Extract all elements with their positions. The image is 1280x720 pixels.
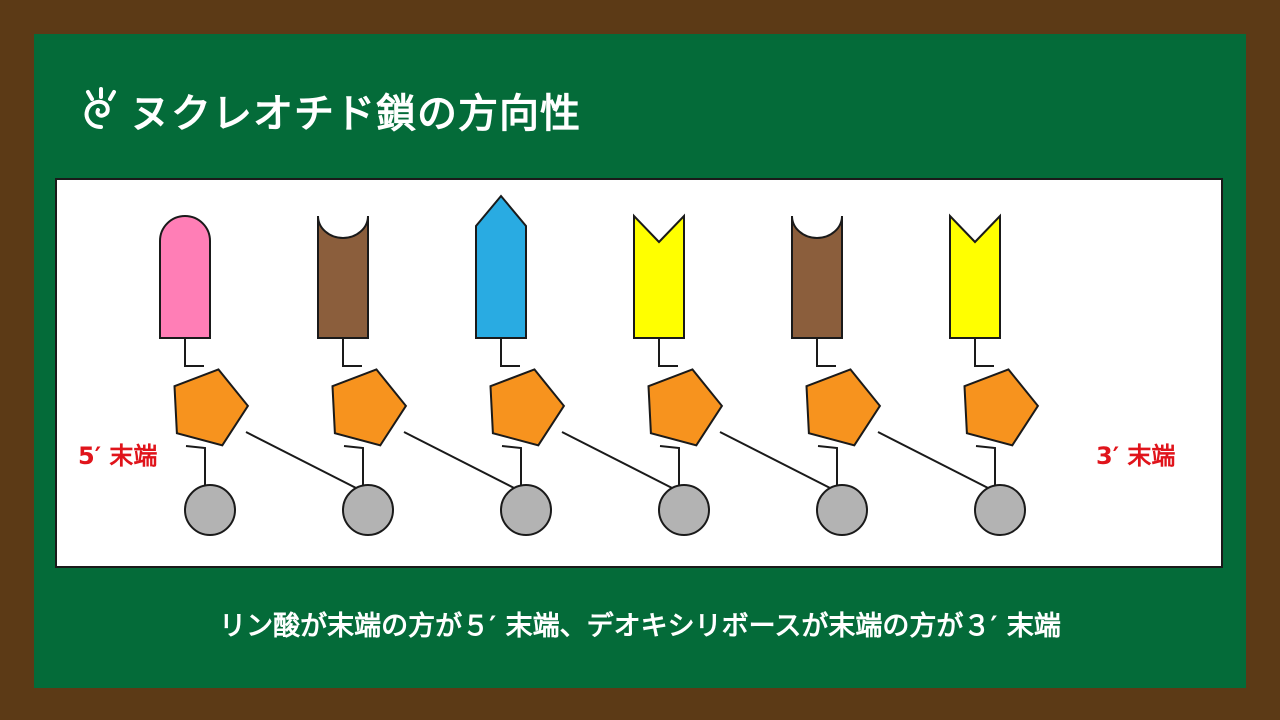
nitrogenous-base [475, 194, 527, 339]
phosphate-group [342, 484, 394, 536]
five-prime-end-label: 5′ 末端 [78, 442, 158, 470]
backbone-bond [245, 431, 361, 491]
deoxyribose-sugar [963, 368, 1040, 447]
base-sugar-bond [500, 338, 520, 367]
sugar-phosphate-bond [185, 445, 206, 485]
nitrogenous-base [949, 213, 1001, 339]
nitrogenous-base [159, 215, 211, 339]
backbone-bond [403, 431, 519, 491]
backbone-bond [719, 431, 835, 491]
backbone-bond [561, 431, 677, 491]
nitrogenous-base [317, 215, 369, 339]
base-sugar-bond [816, 338, 836, 367]
sugar-phosphate-bond [817, 445, 838, 485]
title-row: ヌクレオチド鎖の方向性 [78, 80, 581, 140]
three-prime-end-label: 3′ 末端 [1096, 442, 1176, 470]
phosphate-group [500, 484, 552, 536]
caption: リン酸が末端の方が５′ 末端、デオキシリボースが末端の方が３′ 末端 [219, 611, 1061, 642]
base-sugar-bond [342, 338, 362, 367]
base-sugar-bond [974, 338, 994, 367]
deoxyribose-sugar [173, 368, 250, 447]
base-sugar-bond [184, 338, 204, 367]
swirl-icon [84, 87, 116, 129]
phosphate-group [184, 484, 236, 536]
phosphate-group [816, 484, 868, 536]
backbone-bond [877, 431, 993, 491]
nitrogenous-base [633, 213, 685, 339]
deoxyribose-sugar [489, 368, 566, 447]
phosphate-group [658, 484, 710, 536]
page-title: ヌクレオチド鎖の方向性 [130, 91, 581, 137]
sugar-phosphate-bond [501, 445, 522, 485]
base-sugar-bond [658, 338, 678, 367]
deoxyribose-sugar [647, 368, 724, 447]
sugar-phosphate-bond [659, 445, 680, 485]
phosphate-group [974, 484, 1026, 536]
sugar-phosphate-bond [343, 445, 364, 485]
sugar-phosphate-bond [975, 445, 996, 485]
deoxyribose-sugar [331, 368, 408, 447]
nitrogenous-base [791, 215, 843, 339]
deoxyribose-sugar [805, 368, 882, 447]
